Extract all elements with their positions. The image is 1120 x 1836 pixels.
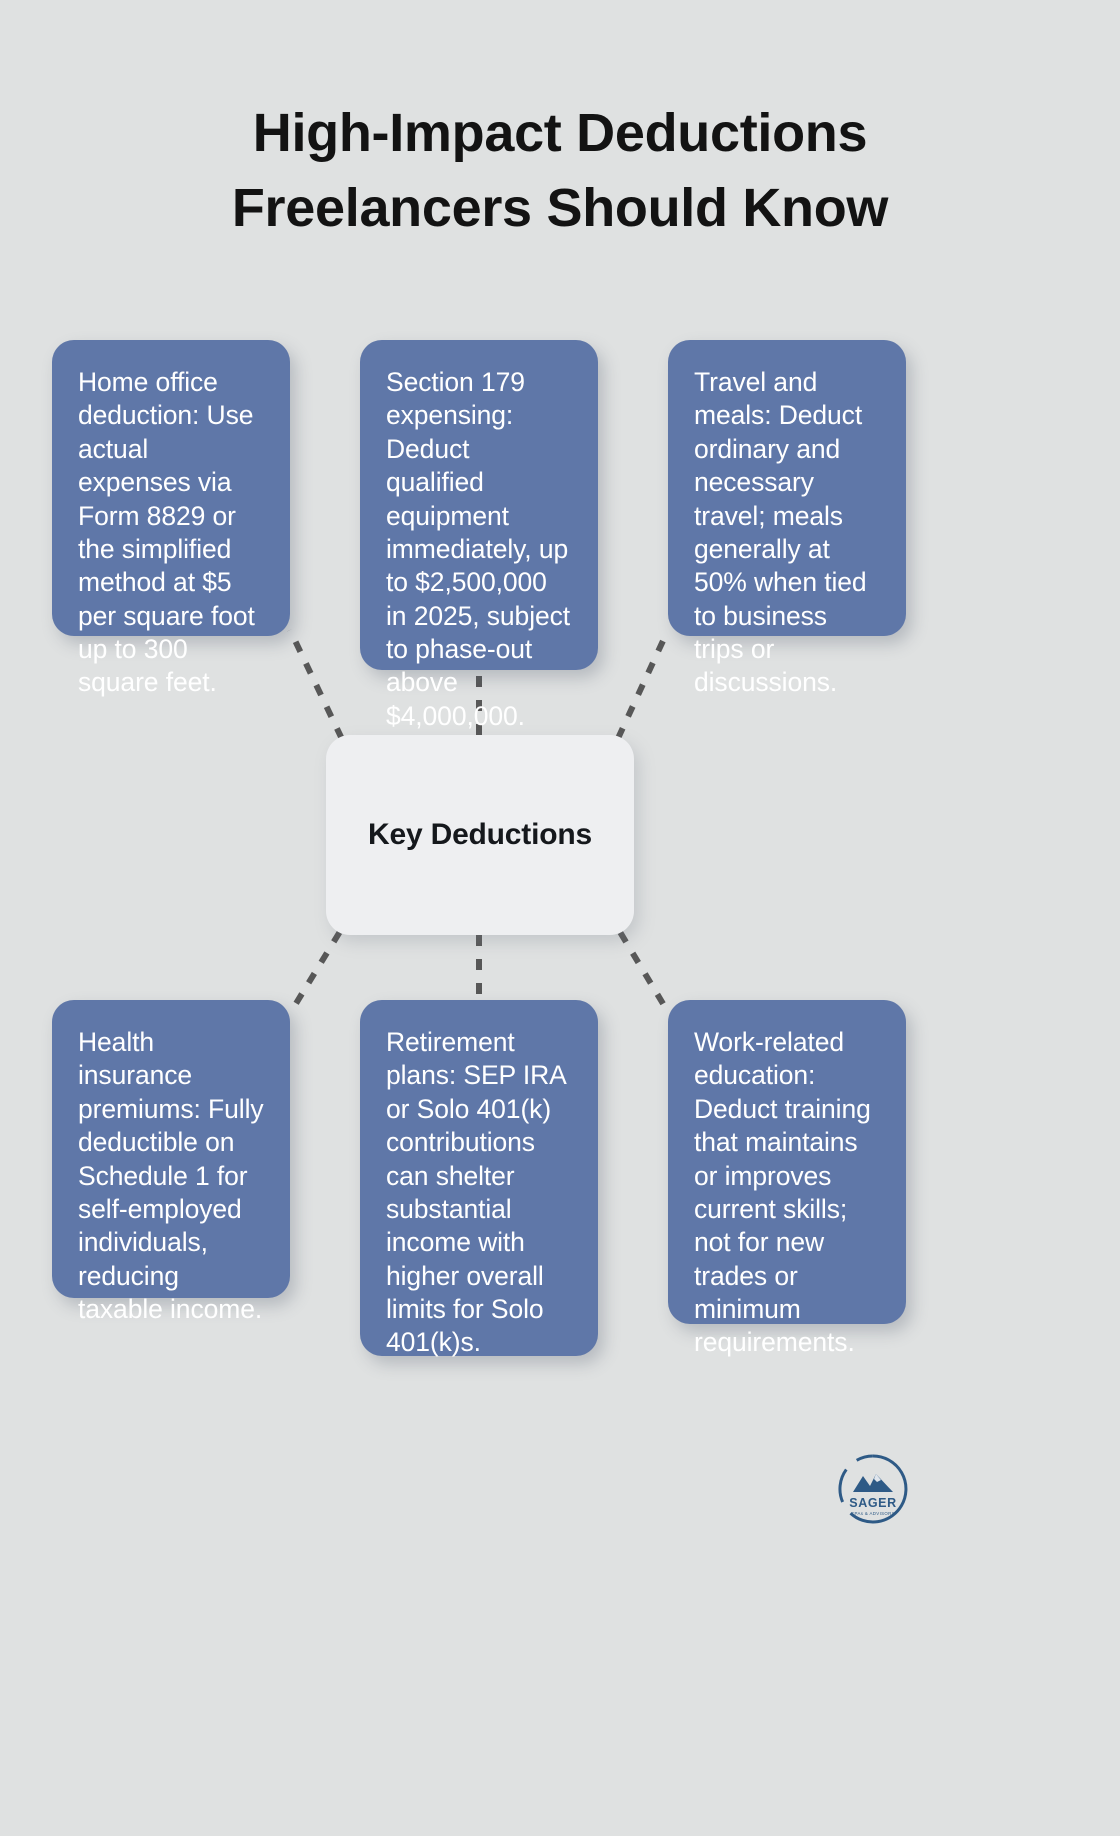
card-work-education-text: Work-related education: Deduct training … [694, 1027, 871, 1358]
card-health-insurance[interactable]: Health insurance premiums: Fully deducti… [52, 1000, 290, 1324]
logo-mountain-highlight-icon [874, 1474, 881, 1482]
logo-brand-text: SAGER [849, 1496, 896, 1510]
card-home-office[interactable]: Home office deduction: Use actual expens… [52, 340, 290, 697]
card-work-education[interactable]: Work-related education: Deduct training … [668, 1000, 906, 1357]
sager-logo-mark: SAGER CPAs & ADVISORS [838, 1454, 908, 1524]
sager-logo: SAGER CPAs & ADVISORS [836, 1452, 910, 1526]
card-section-179-text: Section 179 expensing: Deduct qualified … [386, 367, 571, 731]
card-section-179[interactable]: Section 179 expensing: Deduct qualified … [360, 340, 598, 731]
logo-tagline-text: CPAs & ADVISORS [851, 1511, 895, 1516]
card-travel-meals-text: Travel and meals: Deduct ordinary and ne… [694, 367, 867, 698]
card-retirement-plans[interactable]: Retirement plans: SEP IRA or Solo 401(k)… [360, 1000, 598, 1358]
card-retirement-plans-text: Retirement plans: SEP IRA or Solo 401(k)… [386, 1027, 566, 1358]
logo-mountain-icon [853, 1474, 893, 1492]
page-title-line-1: High-Impact Deductions [252, 103, 868, 163]
card-travel-meals[interactable]: Travel and meals: Deduct ordinary and ne… [668, 340, 906, 697]
center-node-label: Key Deductions [368, 818, 592, 851]
page-title-line-2: Freelancers Should Know [231, 177, 889, 238]
center-node-key-deductions[interactable]: Key Deductions [326, 735, 634, 935]
logo-circle-icon [838, 1454, 908, 1524]
card-home-office-text: Home office deduction: Use actual expens… [78, 367, 255, 698]
card-health-insurance-text: Health insurance premiums: Fully deducti… [78, 1027, 264, 1324]
page-title: High-Impact Deductions Freelancers Shoul… [0, 96, 1120, 245]
